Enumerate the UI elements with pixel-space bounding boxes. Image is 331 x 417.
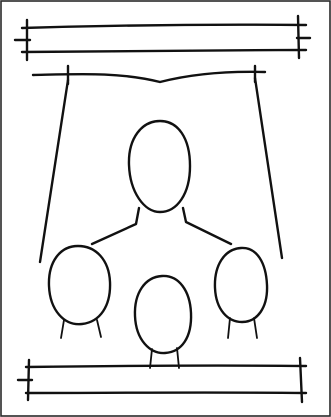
wireframe-sketch [0,0,331,417]
sketch-canvas [0,0,331,417]
